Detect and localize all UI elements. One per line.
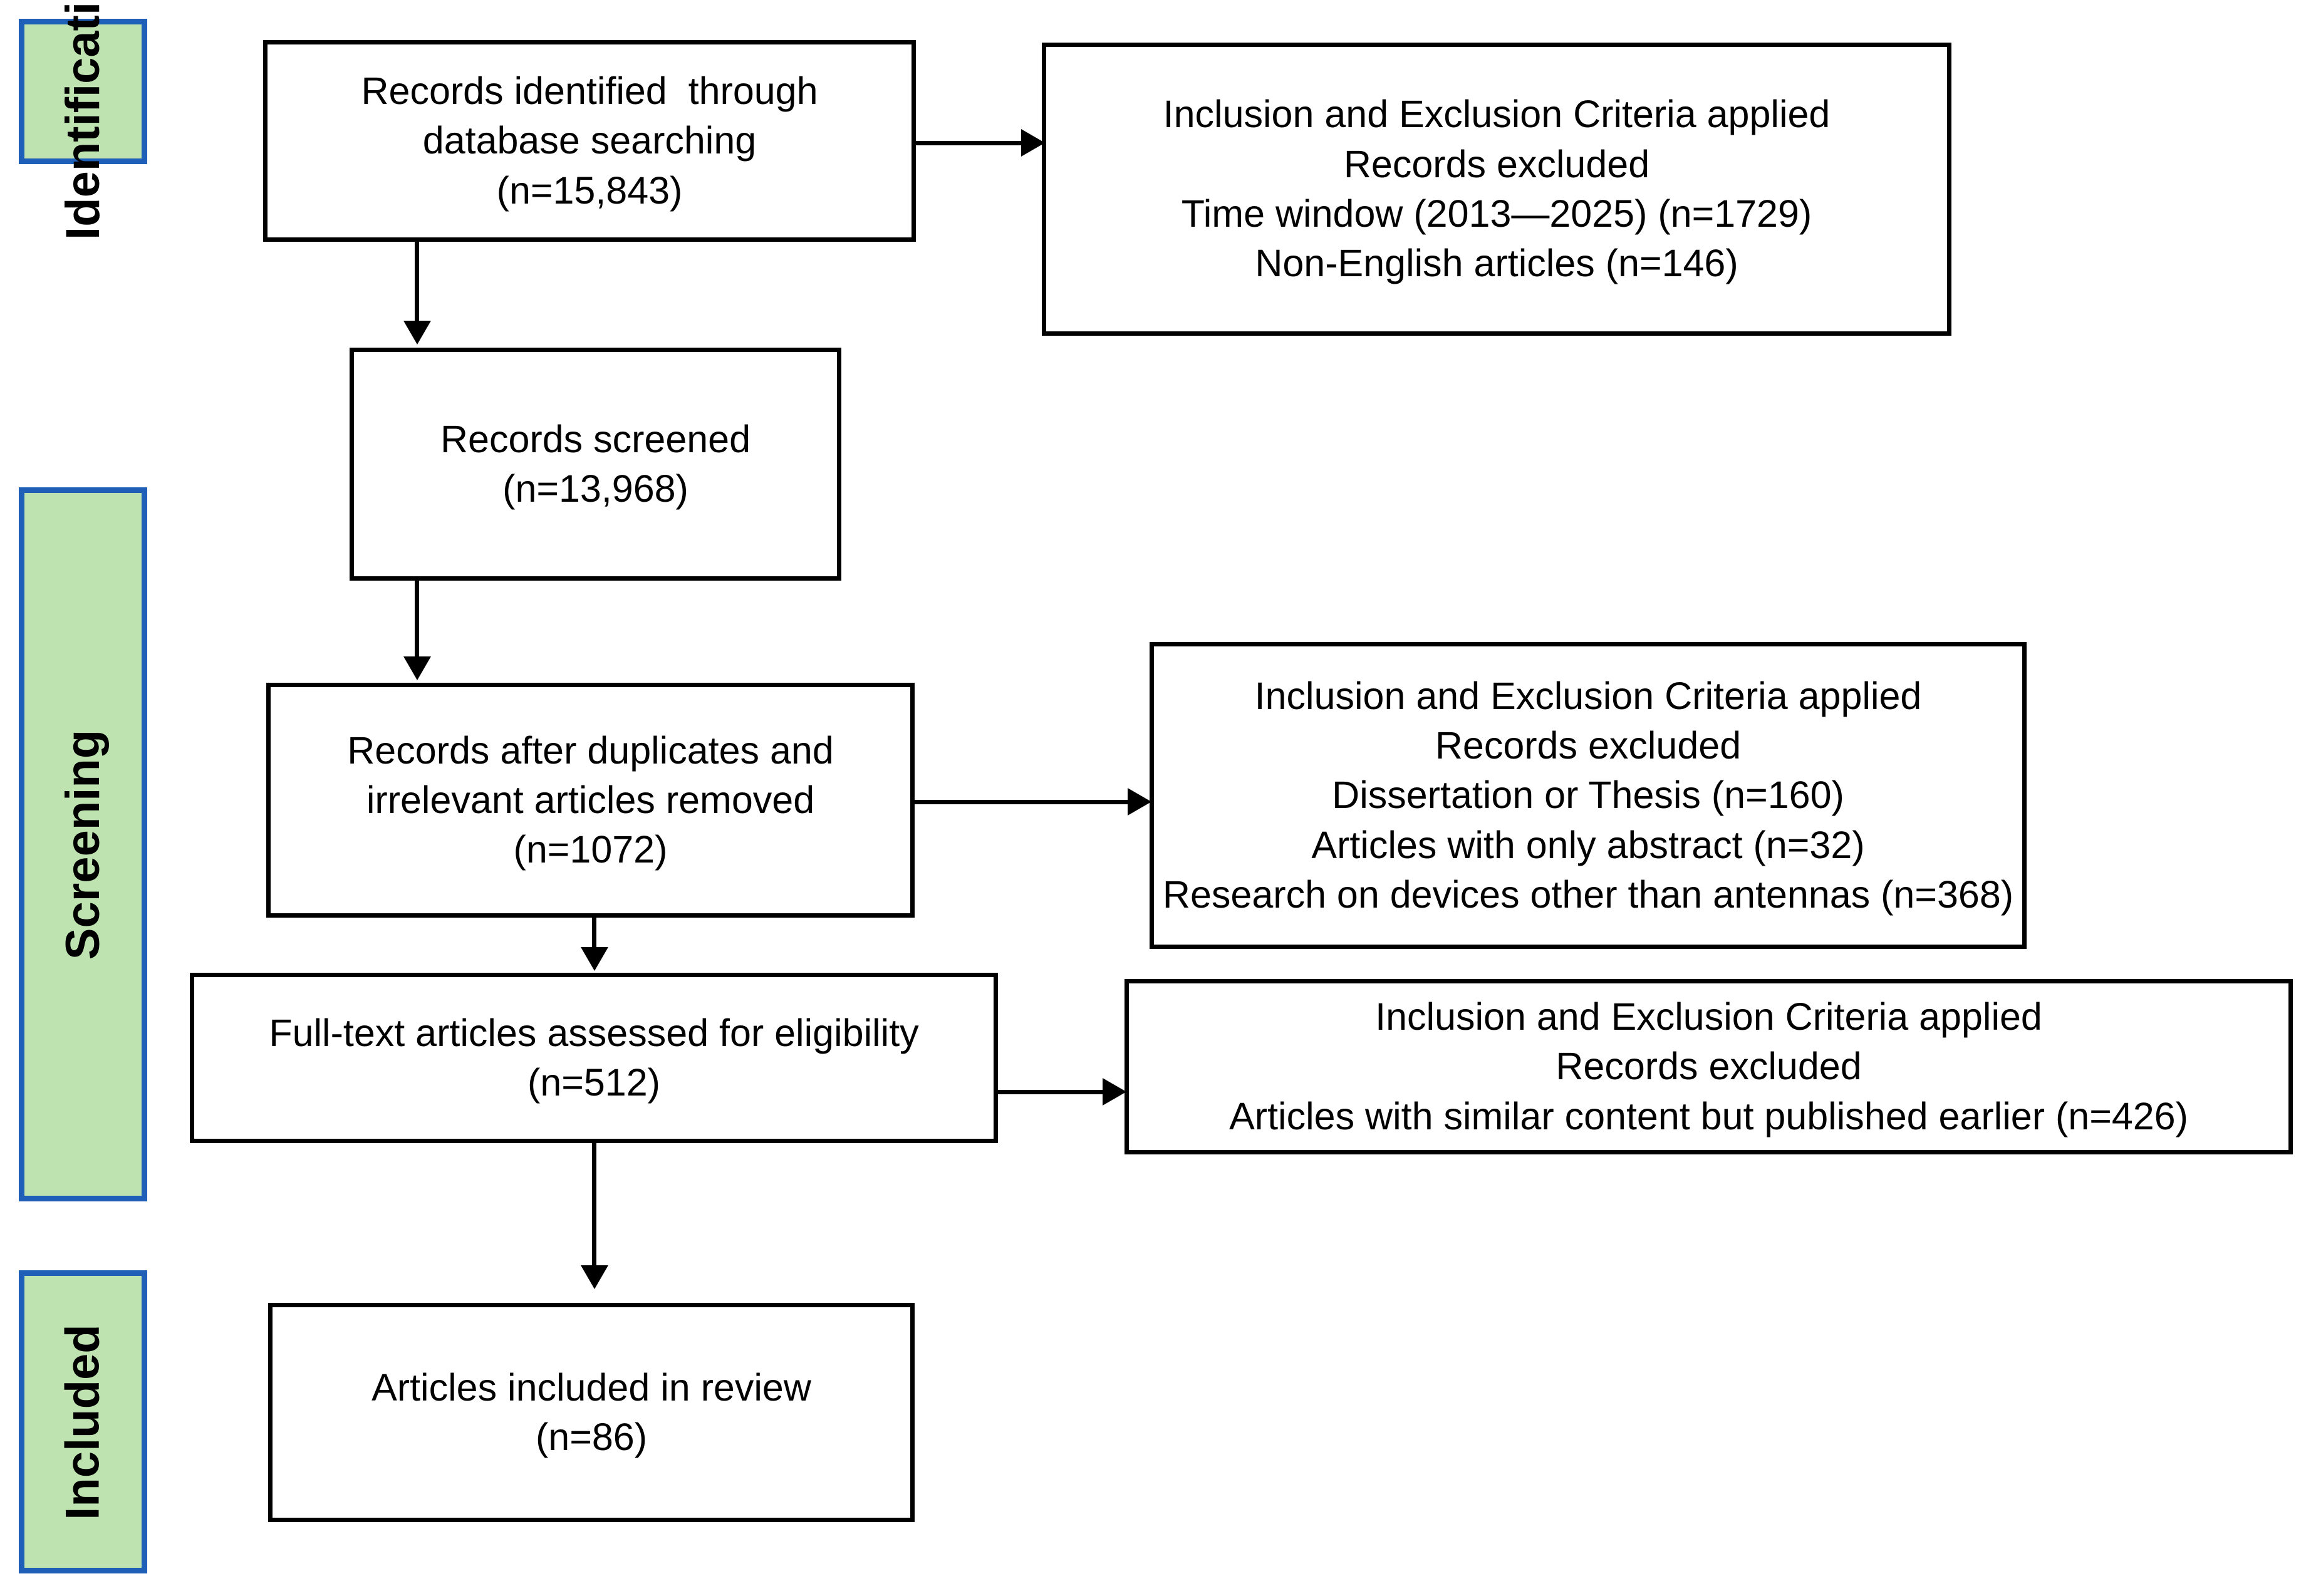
box-fulltext-assessed-line-1: Full-text articles assessed for eligibil… bbox=[269, 1011, 919, 1054]
box-excluded-screening: Inclusion and Exclusion Criteria applied… bbox=[1150, 642, 2027, 949]
arrowhead-after-duplicates-to-fulltext bbox=[581, 947, 608, 971]
arrowhead-fulltext-to-included bbox=[581, 1265, 608, 1289]
connector-after-duplicates-to-fulltext bbox=[592, 918, 596, 949]
box-records-after-duplicates-line-1: Records after duplicates and bbox=[347, 728, 834, 772]
box-records-identified-line-1: Records identified through bbox=[361, 70, 818, 113]
box-articles-included-line-2: (n=86) bbox=[535, 1416, 648, 1458]
box-fulltext-assessed-line-2: (n=512) bbox=[527, 1061, 660, 1104]
stage-label-included: Included bbox=[19, 1270, 147, 1573]
box-excluded-identification-line-1: Inclusion and Exclusion Criteria applied bbox=[1163, 93, 1831, 136]
box-excluded-eligibility-line-3: Articles with similar content but publis… bbox=[1229, 1094, 2188, 1137]
box-excluded-screening-line-2: Records excluded bbox=[1435, 724, 1742, 767]
connector-identified-to-excluded bbox=[916, 141, 1027, 145]
stage-label-identification: Identification bbox=[19, 0, 147, 239]
box-excluded-identification-line-2: Records excluded bbox=[1343, 142, 1650, 185]
connector-fulltext-to-excluded bbox=[998, 1090, 1109, 1094]
box-records-identified-line-2: database searching bbox=[422, 119, 757, 162]
box-records-after-duplicates-line-3: (n=1072) bbox=[513, 828, 668, 871]
box-excluded-screening-line-1: Inclusion and Exclusion Criteria applied bbox=[1254, 674, 1922, 717]
stage-label-identification-text: Identification bbox=[56, 0, 110, 240]
box-fulltext-assessed: Full-text articles assessed for eligibil… bbox=[190, 973, 998, 1143]
box-records-screened-line-2: (n=13,968) bbox=[502, 467, 688, 510]
arrowhead-screened-to-after-duplicates bbox=[403, 656, 431, 680]
box-articles-included-line-1: Articles included in review bbox=[371, 1365, 811, 1409]
connector-screened-to-after-duplicates bbox=[415, 581, 419, 659]
box-records-after-duplicates-line-2: irrelevant articles removed bbox=[366, 778, 815, 821]
box-excluded-eligibility-line-2: Records excluded bbox=[1556, 1045, 1862, 1088]
box-excluded-identification-line-4: Non-English articles (n=146) bbox=[1255, 242, 1738, 285]
connector-fulltext-to-included bbox=[592, 1143, 596, 1268]
box-records-identified: Records identified through database sear… bbox=[263, 40, 916, 242]
box-excluded-screening-line-4: Articles with only abstract (n=32) bbox=[1311, 823, 1865, 866]
box-excluded-eligibility: Inclusion and Exclusion Criteria applied… bbox=[1125, 979, 2293, 1154]
arrowhead-after-duplicates-to-excluded bbox=[1128, 788, 1151, 816]
box-records-identified-line-3: (n=15,843) bbox=[496, 168, 683, 212]
box-articles-included: Articles included in review (n=86) bbox=[268, 1303, 915, 1522]
box-excluded-screening-line-3: Dissertation or Thesis (n=160) bbox=[1332, 774, 1844, 817]
box-records-after-duplicates: Records after duplicates and irrelevant … bbox=[266, 683, 915, 918]
box-excluded-eligibility-line-1: Inclusion and Exclusion Criteria applied bbox=[1375, 995, 2042, 1039]
arrowhead-identified-to-excluded bbox=[1021, 129, 1045, 157]
box-excluded-identification-line-3: Time window (2013—2025) (n=1729) bbox=[1181, 192, 1812, 235]
connector-after-duplicates-to-excluded bbox=[915, 800, 1134, 804]
arrowhead-fulltext-to-excluded bbox=[1103, 1078, 1126, 1106]
box-records-screened-line-1: Records screened bbox=[440, 417, 751, 460]
stage-label-included-text: Included bbox=[56, 1324, 110, 1520]
box-excluded-screening-line-5: Research on devices other than antennas … bbox=[1162, 873, 2014, 916]
stage-label-screening: Screening bbox=[19, 487, 147, 1201]
connector-identified-to-screened bbox=[415, 242, 419, 323]
box-excluded-identification: Inclusion and Exclusion Criteria applied… bbox=[1042, 43, 1951, 336]
stage-label-screening-text: Screening bbox=[56, 729, 110, 960]
arrowhead-identified-to-screened bbox=[403, 321, 431, 345]
box-records-screened: Records screened (n=13,968) bbox=[350, 348, 841, 581]
